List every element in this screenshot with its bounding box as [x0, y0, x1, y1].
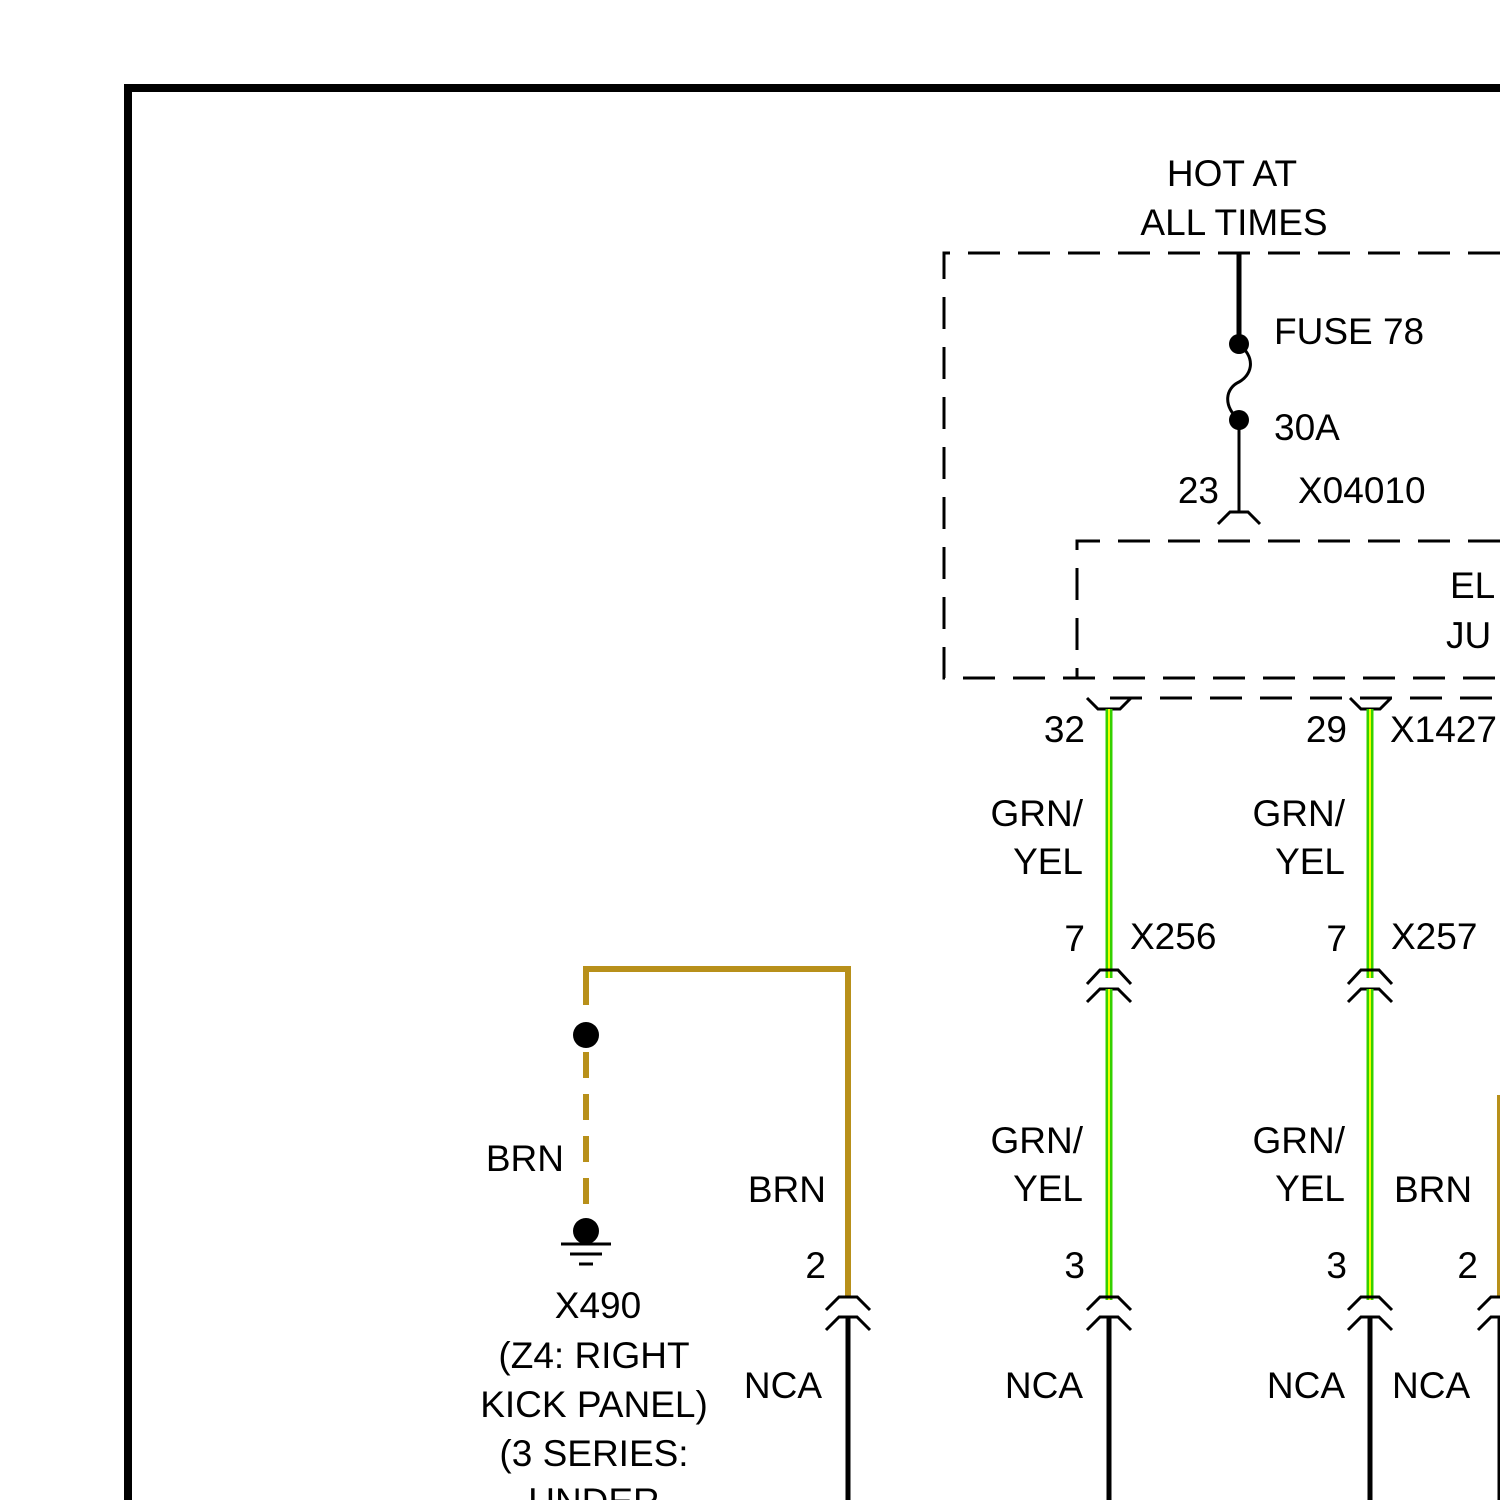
wire-color-bottom-line1: GRN/ [991, 1120, 1084, 1161]
brown-wire-color: BRN [748, 1169, 826, 1210]
junction-box-label-1: EL [1450, 565, 1495, 606]
inline-connector-id: X257 [1391, 916, 1477, 957]
ground-location-line2: KICK PANEL) [480, 1384, 708, 1425]
fuse-connector-id: X04010 [1298, 470, 1426, 511]
wire-color-top-line1: GRN/ [991, 793, 1084, 834]
brown-connector-female [826, 1297, 870, 1310]
ground-location-line3: (3 SERIES: [499, 1433, 688, 1474]
power-label-line1: HOT AT [1167, 153, 1297, 194]
brown-below-label: NCA [1392, 1365, 1470, 1406]
below-label: NCA [1005, 1365, 1083, 1406]
ground-dot [573, 1218, 599, 1244]
bottom-pin: 3 [1064, 1245, 1085, 1286]
connector-X1427-pin-32 [1087, 698, 1131, 709]
fuse-name: FUSE 78 [1274, 311, 1424, 352]
brown-connector-male [1478, 1317, 1500, 1330]
ground-location-line4: UNDER [528, 1481, 660, 1500]
brown-connector-female [1478, 1297, 1500, 1310]
wire-color-bottom-line1: GRN/ [1253, 1120, 1346, 1161]
junction-pin-32: 32 [1044, 709, 1085, 750]
wire-color-top-line1: GRN/ [1253, 793, 1346, 834]
inline-pin-top: 7 [1064, 918, 1085, 959]
wire-color-bottom-line2: YEL [1275, 1168, 1345, 1209]
brown-pin: 2 [1457, 1245, 1478, 1286]
inline-connector-id: X256 [1130, 916, 1216, 957]
power-label-line2: ALL TIMES [1140, 202, 1327, 243]
ground-location-line1: (Z4: RIGHT [498, 1335, 689, 1376]
junction-connector-id: X1427 [1390, 709, 1497, 750]
brown-circuit-right: BRN 2 NCA [1392, 1095, 1500, 1500]
below-label: NCA [1267, 1365, 1345, 1406]
brown-below-label: NCA [744, 1365, 822, 1406]
fuse-symbol [1228, 344, 1251, 420]
ground-wire-color: BRN [486, 1138, 564, 1179]
brown-pin: 2 [805, 1245, 826, 1286]
brown-ground-circuit: BRN X490 (Z4: RIGHT KICK PANEL) (3 SERIE… [480, 969, 870, 1500]
fuse-rating: 30A [1274, 407, 1340, 448]
junction-pin-29: 29 [1306, 709, 1347, 750]
wire-color-top-line2: YEL [1013, 841, 1083, 882]
bottom-pin: 3 [1326, 1245, 1347, 1286]
wire-color-bottom-line2: YEL [1013, 1168, 1083, 1209]
brown-wire-color: BRN [1394, 1169, 1472, 1210]
junction-box-outline [1077, 541, 1500, 678]
circuit-x256: GRN/ YEL 7 X256 GRN/ YEL 3 NCA [991, 709, 1217, 1500]
connector-X04010-terminal [1218, 512, 1260, 524]
junction-box-label-2: JU [1446, 615, 1491, 656]
fuse-pin: 23 [1178, 470, 1219, 511]
ground-id: X490 [555, 1285, 641, 1326]
wire-color-top-line2: YEL [1275, 841, 1345, 882]
connector-X1427-pin-29 [1350, 698, 1391, 709]
splice-dot [573, 1022, 599, 1048]
inline-pin-top: 7 [1326, 918, 1347, 959]
